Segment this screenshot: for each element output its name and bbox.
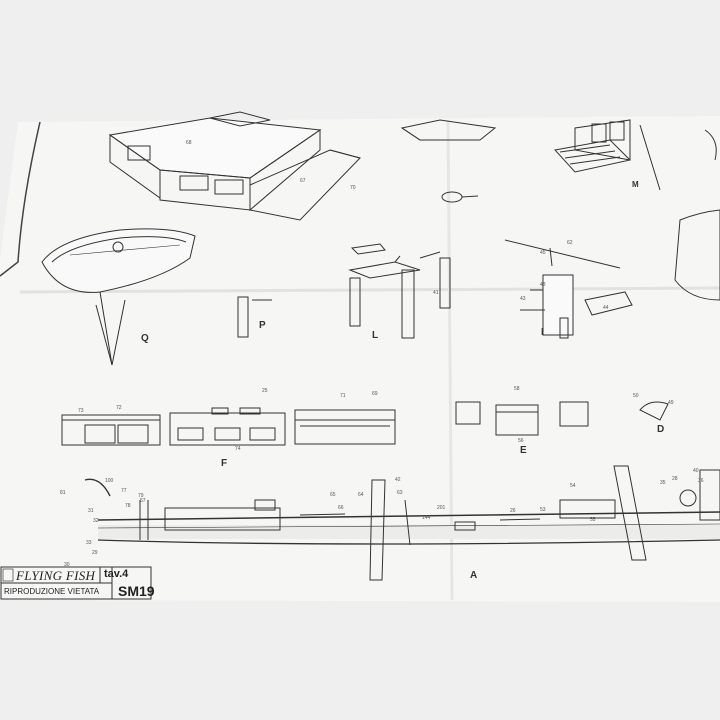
part-number: 44 <box>603 305 609 311</box>
part-number: 63 <box>397 490 403 496</box>
part-number: 33 <box>86 540 92 546</box>
part-number: 71 <box>340 393 346 399</box>
part-number: 53 <box>540 507 546 513</box>
part-number: 100 <box>105 478 114 484</box>
part-number: 65 <box>330 492 336 498</box>
part-number: 56 <box>518 438 524 444</box>
part-number: 48 <box>540 282 546 288</box>
part-number: 77 <box>121 488 127 494</box>
part-number: 58 <box>514 386 520 392</box>
part-number: 32 <box>93 518 99 524</box>
frame-drawing-l <box>348 243 451 339</box>
part-number: 67 <box>300 178 306 184</box>
part-number: 31 <box>88 508 94 514</box>
part-number: 25 <box>262 388 268 394</box>
part-number: 45 <box>540 250 546 256</box>
part-number: 74 <box>235 446 241 452</box>
part-number: 57 <box>140 498 146 504</box>
vertical-fold <box>446 119 454 601</box>
part-letter-p: P <box>259 320 266 331</box>
part-number: 43 <box>520 296 526 302</box>
part-number: 64 <box>358 492 364 498</box>
part-letter-a: A <box>470 570 478 581</box>
part-number: 78 <box>125 503 131 509</box>
part-letter-f: F <box>221 458 228 469</box>
part-number: 73 <box>78 408 84 414</box>
copyright-notice: RIPRODUZIONE VIETATA <box>4 587 100 596</box>
part-letter-q: Q <box>141 333 149 344</box>
deckhouse-drawing <box>108 111 361 221</box>
hull-profile-a <box>84 465 720 581</box>
part-number: 26 <box>510 508 516 514</box>
assembly-drawing-i <box>504 209 720 339</box>
part-number: 36 <box>698 478 704 484</box>
post-drawing-p <box>237 296 272 338</box>
part-number: 30 <box>64 562 70 568</box>
part-number: 55 <box>590 517 596 523</box>
part-number: 54 <box>570 483 576 489</box>
part-number: 62 <box>567 240 573 246</box>
elevation-drawings-f <box>61 401 669 446</box>
part-number: 29 <box>92 550 98 556</box>
part-letter-i: I <box>541 327 544 338</box>
title-block: FLYING FISH tav.4 RIPRODUZIONE VIETATA S… <box>0 566 160 600</box>
part-number: 41 <box>433 290 439 296</box>
part-number: 68 <box>186 140 192 146</box>
part-letter-d: D <box>657 424 665 435</box>
part-number: 35 <box>660 480 666 486</box>
fitting-drawings-top <box>400 119 497 203</box>
part-number: 49 <box>668 400 674 406</box>
part-number: 70 <box>350 185 356 191</box>
part-number: 66 <box>338 505 344 511</box>
part-number: 69 <box>372 391 378 397</box>
part-number: 50 <box>633 393 639 399</box>
part-number: 28 <box>672 476 678 482</box>
part-number: 144 <box>422 515 431 521</box>
part-letter-e: E <box>520 445 527 456</box>
part-number: 201 <box>437 505 446 511</box>
part-number: 40 <box>693 468 699 474</box>
model-title: FLYING FISH <box>16 568 96 583</box>
title-block-frame <box>0 566 152 600</box>
horizontal-fold <box>19 286 720 294</box>
sheet-number: tav.4 <box>104 568 129 580</box>
part-number: 72 <box>116 405 122 411</box>
part-number: 42 <box>395 477 401 483</box>
hatch-drawing-m <box>554 119 717 191</box>
part-letter-m: M <box>632 180 639 189</box>
part-number: 79 <box>138 493 144 499</box>
bow-drawing-q <box>41 228 196 366</box>
part-number: 81 <box>60 490 66 496</box>
part-letter-l: L <box>372 330 379 341</box>
sheet-edge-line <box>0 121 41 277</box>
model-code: SM19 <box>118 583 155 599</box>
